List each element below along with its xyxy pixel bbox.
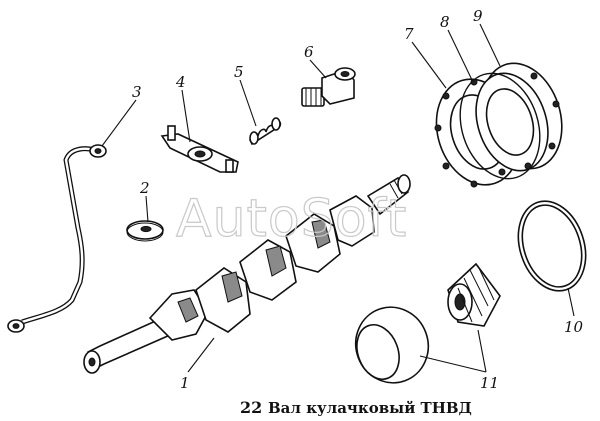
callout-11: 11 <box>480 374 499 392</box>
callout-9: 9 <box>473 7 483 25</box>
callout-2: 2 <box>139 179 150 197</box>
part-5-spring <box>249 117 282 146</box>
part-2-washer <box>126 220 164 242</box>
part-10-seal-ring <box>517 200 587 292</box>
figure-number: 22 <box>240 398 262 417</box>
callout-3: 3 <box>132 83 142 101</box>
part-6-fitting <box>301 67 356 107</box>
part-11-roller-cone <box>447 262 501 327</box>
callout-6: 6 <box>304 43 314 61</box>
part-3-fuel-tube <box>7 144 107 333</box>
part-11-bearing-race <box>354 306 430 384</box>
callout-4: 4 <box>175 73 186 91</box>
callout-5: 5 <box>234 63 244 81</box>
callout-1: 1 <box>180 374 190 392</box>
part-1-camshaft <box>83 174 411 374</box>
callout-8: 8 <box>440 13 450 31</box>
part-4-bracket <box>160 125 239 173</box>
watermark-text: AutoSoft <box>176 189 407 249</box>
leader-lines <box>101 23 575 373</box>
part-9-bearing-housing <box>475 62 563 172</box>
callout-7: 7 <box>404 25 414 43</box>
callout-10: 10 <box>564 318 584 336</box>
figure-caption: Вал кулачковый ТНВД <box>268 399 472 417</box>
part-8-gasket <box>459 72 541 180</box>
